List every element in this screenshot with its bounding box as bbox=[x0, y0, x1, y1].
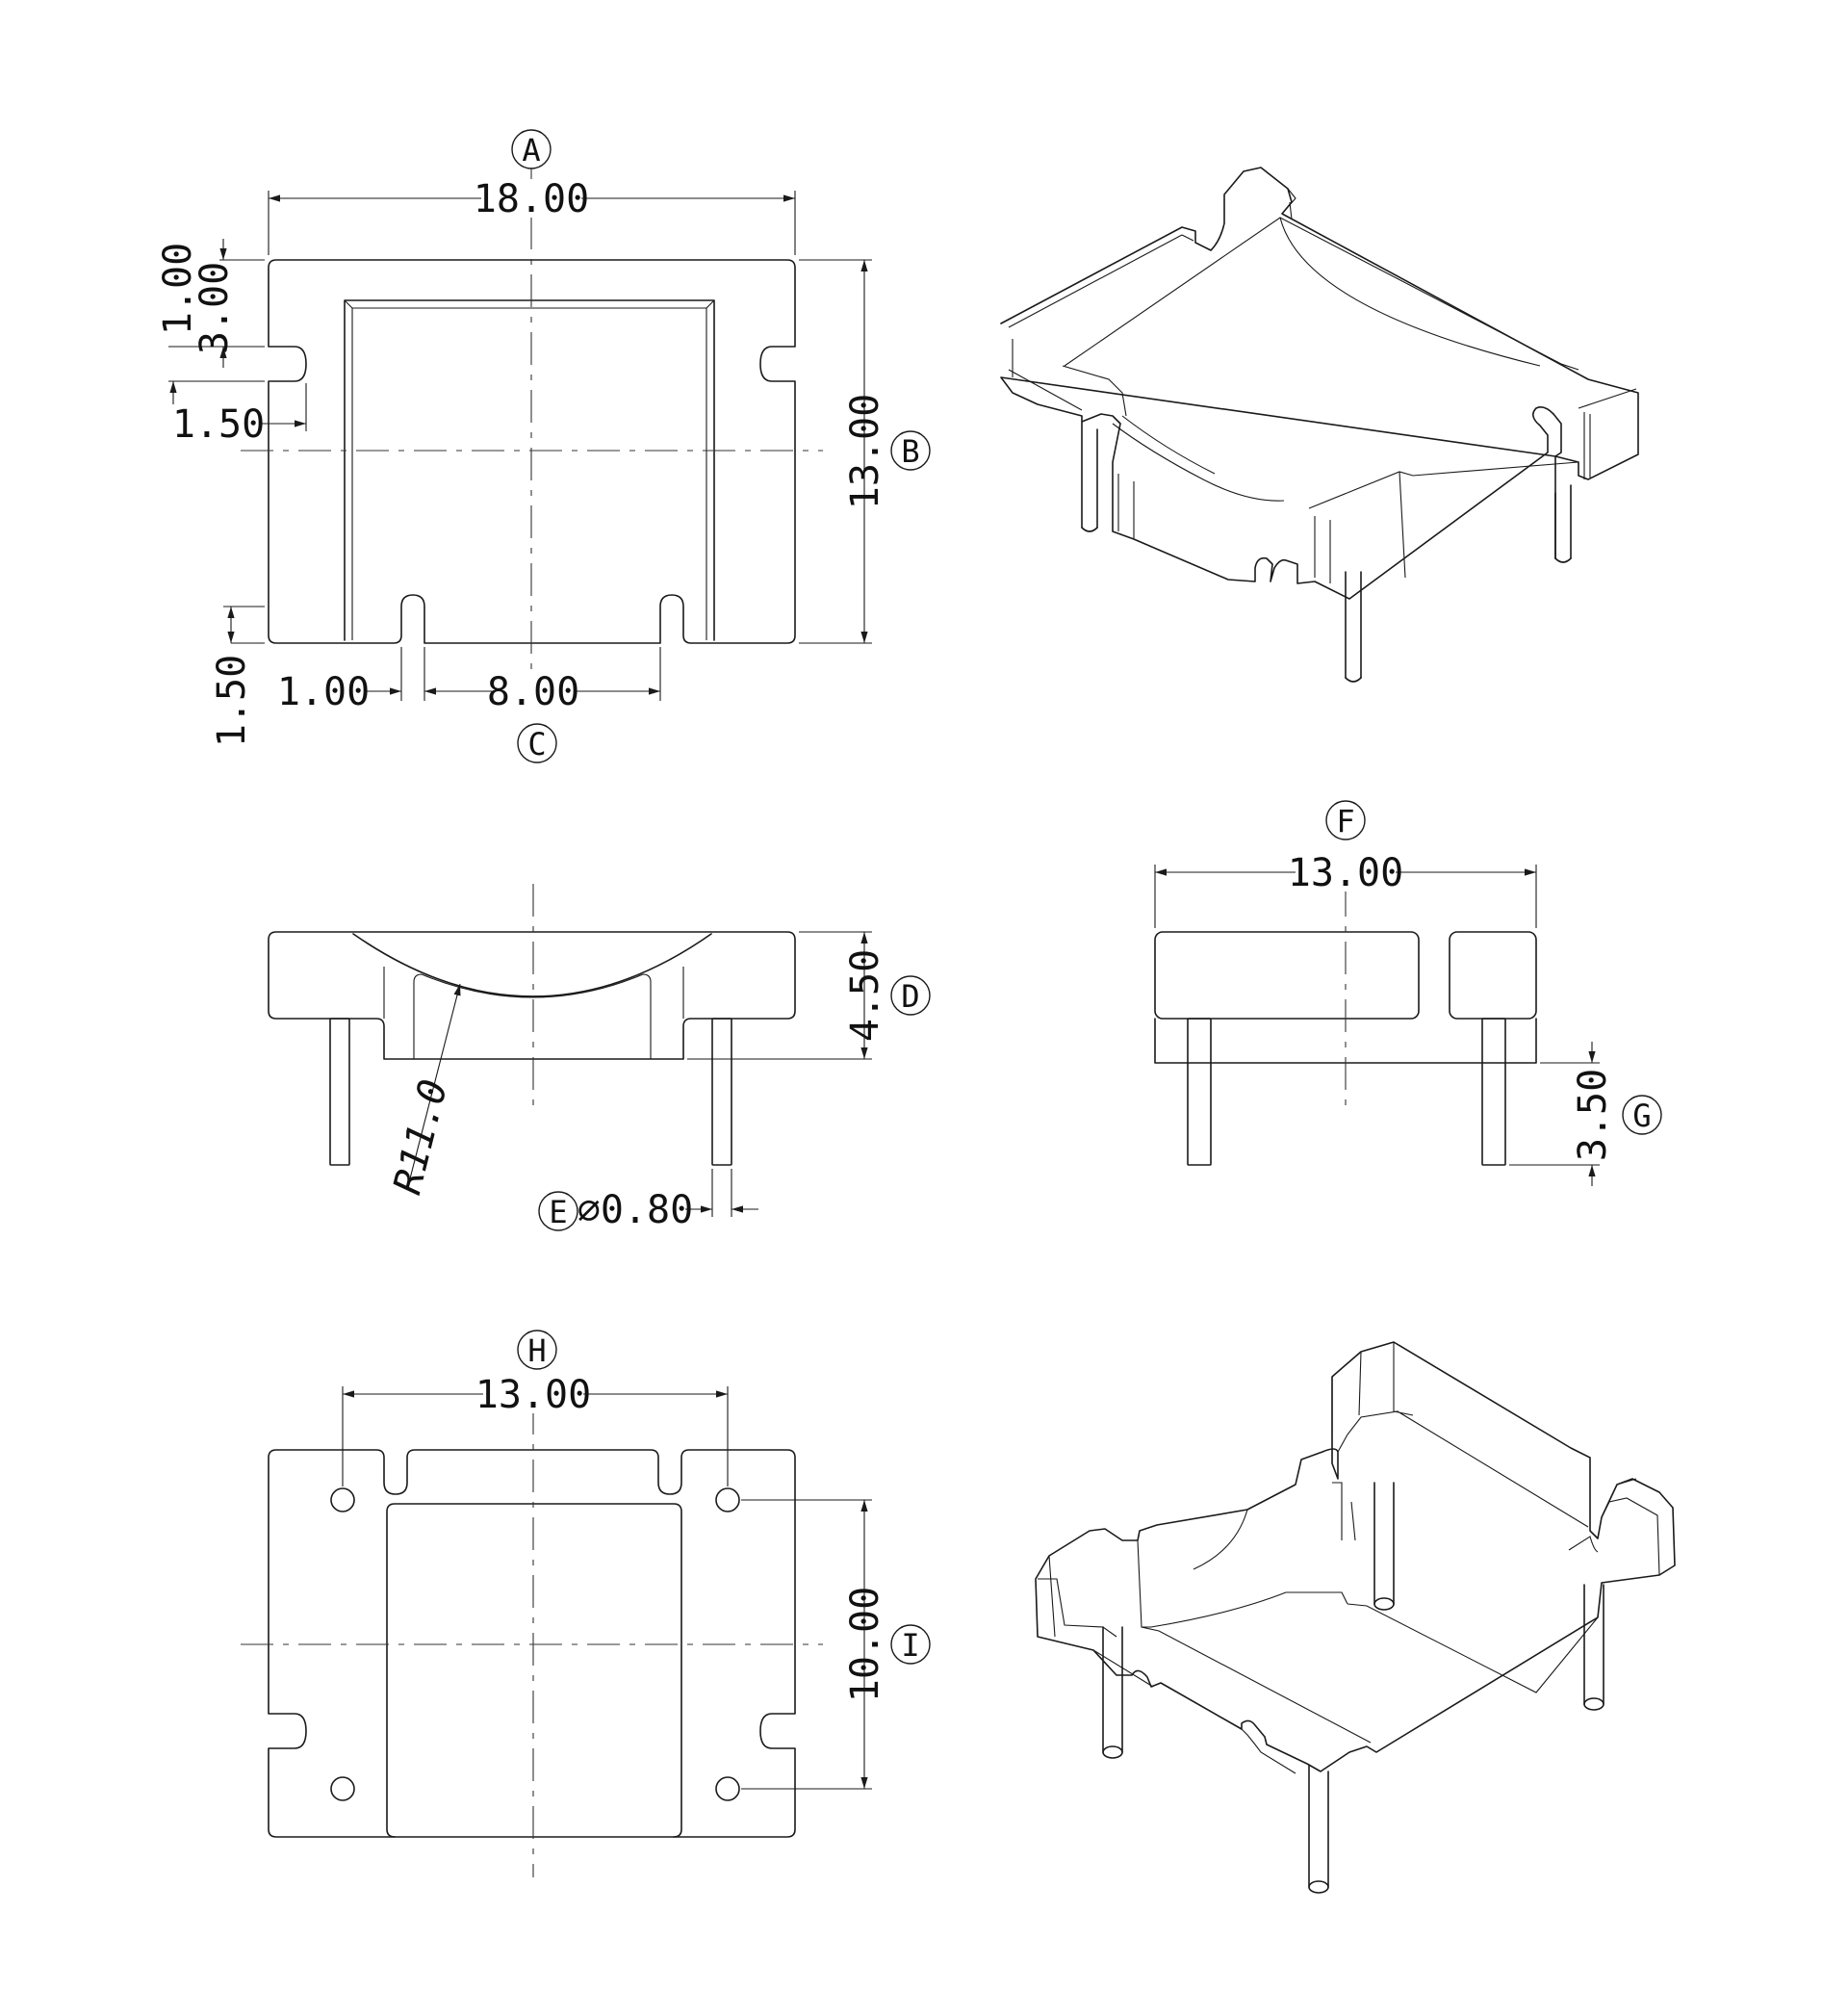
view-label-d: D bbox=[890, 975, 931, 1016]
view-label-i: I bbox=[890, 1624, 931, 1665]
svg-text:C: C bbox=[527, 726, 546, 762]
top-width-dimension: 18.00 bbox=[474, 177, 589, 221]
top-height-dimension: 13.00 bbox=[843, 394, 887, 509]
view-label-c: C bbox=[517, 723, 557, 763]
side-view: 13.00 F 3.50 G bbox=[1154, 800, 1662, 1186]
top-notch-offset-dimension: 1.00 bbox=[156, 243, 200, 335]
isometric-bottom-view bbox=[1035, 1341, 1676, 1894]
front-radius-dimension: R11.0 bbox=[386, 1075, 457, 1199]
bottom-notch-depth-dimension: 1.50 bbox=[210, 655, 254, 747]
bottom-pin-spacing-x-dimension: 13.00 bbox=[475, 1373, 591, 1417]
svg-text:F: F bbox=[1336, 803, 1354, 840]
svg-text:G: G bbox=[1632, 1098, 1651, 1134]
svg-text:D: D bbox=[901, 978, 919, 1015]
top-view: 18.00 A 13.00 B 1.00 3.00 1.50 1.50 1.00 bbox=[156, 129, 931, 763]
svg-text:E: E bbox=[549, 1194, 567, 1230]
front-height-dimension: 4.50 bbox=[843, 949, 887, 1042]
svg-text:H: H bbox=[527, 1332, 546, 1369]
bottom-notch-spacing-dimension: 8.00 bbox=[487, 670, 579, 714]
bottom-pin-spacing-y-dimension: 10.00 bbox=[843, 1587, 887, 1702]
svg-text:I: I bbox=[901, 1627, 919, 1664]
view-label-f: F bbox=[1325, 800, 1366, 840]
svg-text:A: A bbox=[522, 132, 540, 168]
side-width-dimension: 13.00 bbox=[1288, 851, 1403, 895]
view-label-h: H bbox=[517, 1330, 557, 1370]
top-notch-depth-dimension: 1.50 bbox=[172, 402, 265, 447]
view-label-g: G bbox=[1622, 1095, 1662, 1135]
bottom-view: 13.00 H 10.00 I bbox=[241, 1330, 931, 1877]
view-label-a: A bbox=[511, 129, 552, 169]
top-notch-width-dimension: 3.00 bbox=[192, 262, 237, 354]
pin-length-dimension: 3.50 bbox=[1571, 1069, 1615, 1161]
pin-diameter-dimension: ∅0.80 bbox=[578, 1188, 693, 1232]
svg-text:B: B bbox=[901, 433, 919, 470]
isometric-top-view bbox=[1000, 167, 1639, 683]
view-label-e: E bbox=[538, 1191, 578, 1231]
bottom-notch-width-dimension: 1.00 bbox=[277, 670, 370, 714]
view-label-b: B bbox=[890, 430, 931, 471]
front-view: 4.50 D R11.0 ∅0.80 E bbox=[268, 884, 931, 1232]
